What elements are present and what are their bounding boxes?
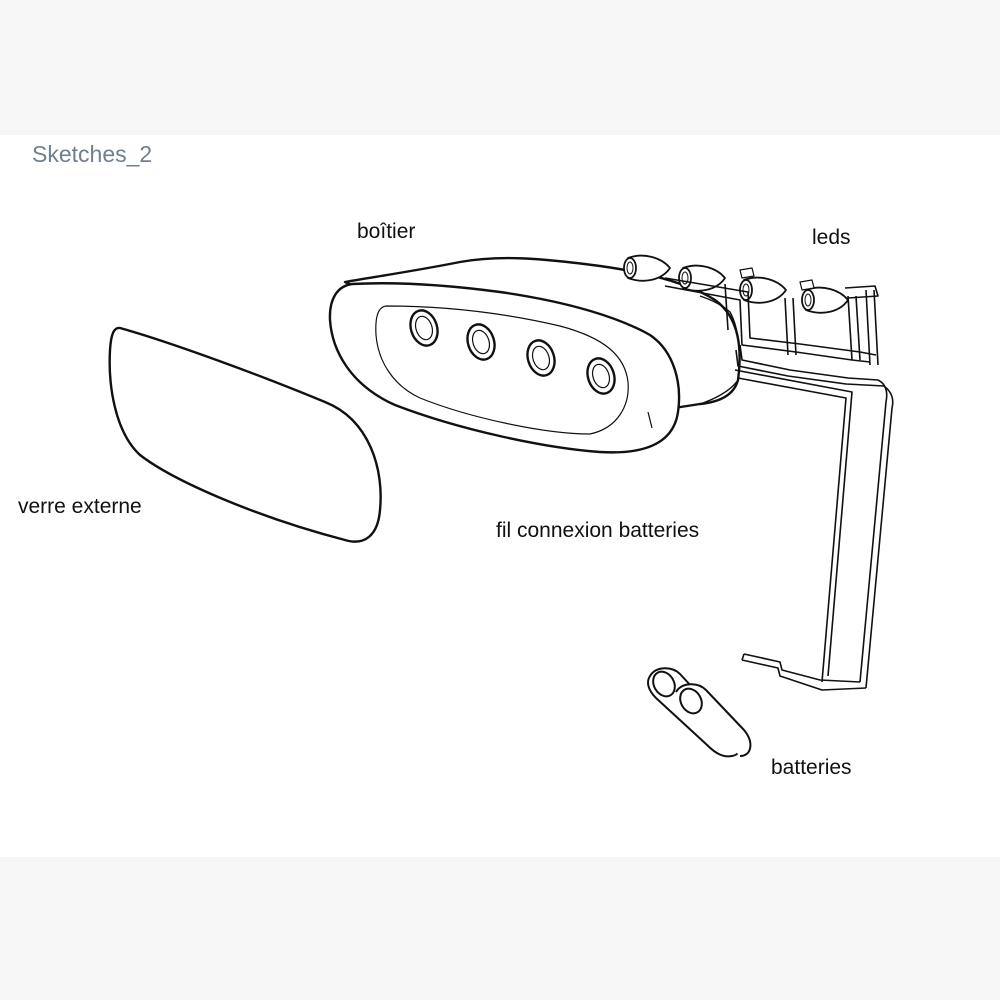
sheet-title: Sketches_2	[32, 141, 153, 167]
leds-part	[623, 254, 849, 314]
battery-wire-part	[664, 277, 894, 691]
label-leds: leds	[812, 226, 851, 249]
label-outer-glass: verre externe	[18, 495, 142, 518]
label-battery-wire: fil connexion batteries	[496, 519, 700, 542]
label-batteries: batteries	[771, 756, 852, 779]
label-housing: boîtier	[357, 220, 416, 243]
housing-part	[328, 256, 741, 454]
sketch-sheet	[0, 135, 1000, 857]
batteries-part	[647, 667, 752, 758]
outer-glass-part	[108, 326, 382, 543]
